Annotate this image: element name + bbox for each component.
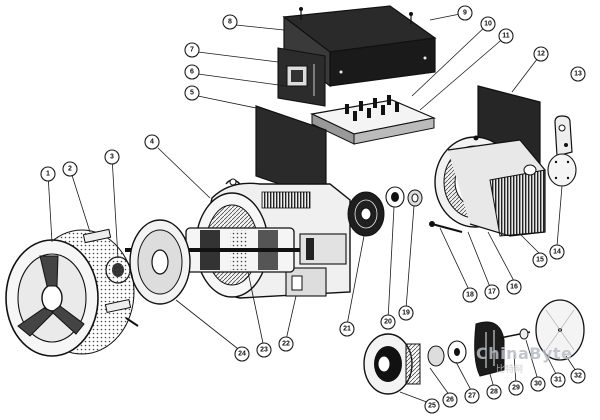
svg-text:17: 17 [488,289,496,296]
callout-21: 21 [339,321,355,337]
callout-13: 13 [570,66,586,82]
callout-17: 17 [484,284,500,300]
svg-text:20: 20 [384,319,392,326]
callout-12: 12 [533,46,549,62]
callout-11: 11 [498,28,514,44]
leader-lines [47,12,579,405]
callout-2: 2 [62,161,78,177]
svg-text:18: 18 [466,292,474,299]
callout-20: 20 [380,314,396,330]
svg-text:16: 16 [510,284,518,291]
fan-cover-end-shield [5,228,139,357]
svg-text:30: 30 [534,381,542,388]
svg-text:13: 13 [574,71,582,78]
callout-22: 22 [278,336,294,352]
rear-bearing-assembly [363,299,585,395]
callout-1: 1 [40,166,56,182]
svg-text:4: 4 [150,139,154,146]
terminal-board [310,95,437,145]
svg-text:9: 9 [463,10,467,17]
svg-text:7: 7 [190,47,194,54]
svg-text:1: 1 [46,171,50,178]
svg-text:2: 2 [68,166,72,173]
callout-14: 14 [549,244,565,260]
exciter-rotor [347,191,385,237]
callout-24: 24 [234,346,250,362]
svg-text:19: 19 [402,310,410,317]
callout-7: 7 [184,42,200,58]
callout-15: 15 [532,252,548,268]
callout-28: 28 [486,384,502,400]
svg-text:24: 24 [238,351,246,358]
callout-6: 6 [184,64,200,80]
voltage-regulator-module [277,47,326,107]
callout-29: 29 [508,380,524,396]
callout-32: 32 [570,368,586,384]
svg-text:6: 6 [190,69,194,76]
svg-text:3: 3 [110,154,114,161]
svg-text:25: 25 [428,403,436,410]
svg-text:28: 28 [490,389,498,396]
callout-5: 5 [184,85,200,101]
callout-30: 30 [530,376,546,392]
callout-9: 9 [457,5,473,21]
svg-text:26: 26 [446,397,454,404]
svg-text:15: 15 [536,257,544,264]
callout-16: 16 [506,279,522,295]
svg-text:32: 32 [574,373,582,380]
callout-31: 31 [550,372,566,388]
svg-text:10: 10 [484,21,492,28]
svg-text:23: 23 [260,347,268,354]
gasket-disc [547,153,577,187]
callout-26: 26 [442,392,458,408]
watermark-logo: ChinaByte [476,344,573,363]
svg-text:31: 31 [554,377,562,384]
callout-4: 4 [144,134,160,150]
callout-23: 23 [256,342,272,358]
callout-bubbles: 1 2 3 4 5 6 7 8 9 10 11 12 13 14 15 16 1… [40,5,586,414]
svg-text:14: 14 [553,249,561,256]
callout-27: 27 [464,388,480,404]
svg-text:12: 12 [537,51,545,58]
mounting-bracket [554,115,573,157]
callout-18: 18 [462,287,478,303]
callout-8: 8 [222,14,238,30]
callout-19: 19 [398,305,414,321]
rotor-assembly [125,227,347,273]
svg-text:11: 11 [502,33,510,40]
through-bolt [429,221,463,233]
callout-3: 3 [104,149,120,165]
callout-10: 10 [480,16,496,32]
svg-text:27: 27 [468,393,476,400]
svg-text:21: 21 [343,326,351,333]
watermark-subtext: 比特网 [496,365,524,375]
svg-text:5: 5 [190,90,194,97]
svg-text:22: 22 [282,341,290,348]
callout-25: 25 [424,398,440,414]
svg-text:29: 29 [512,385,520,392]
bearing-rings [385,186,423,208]
svg-text:8: 8 [228,19,232,26]
exciter-housing [434,135,546,237]
